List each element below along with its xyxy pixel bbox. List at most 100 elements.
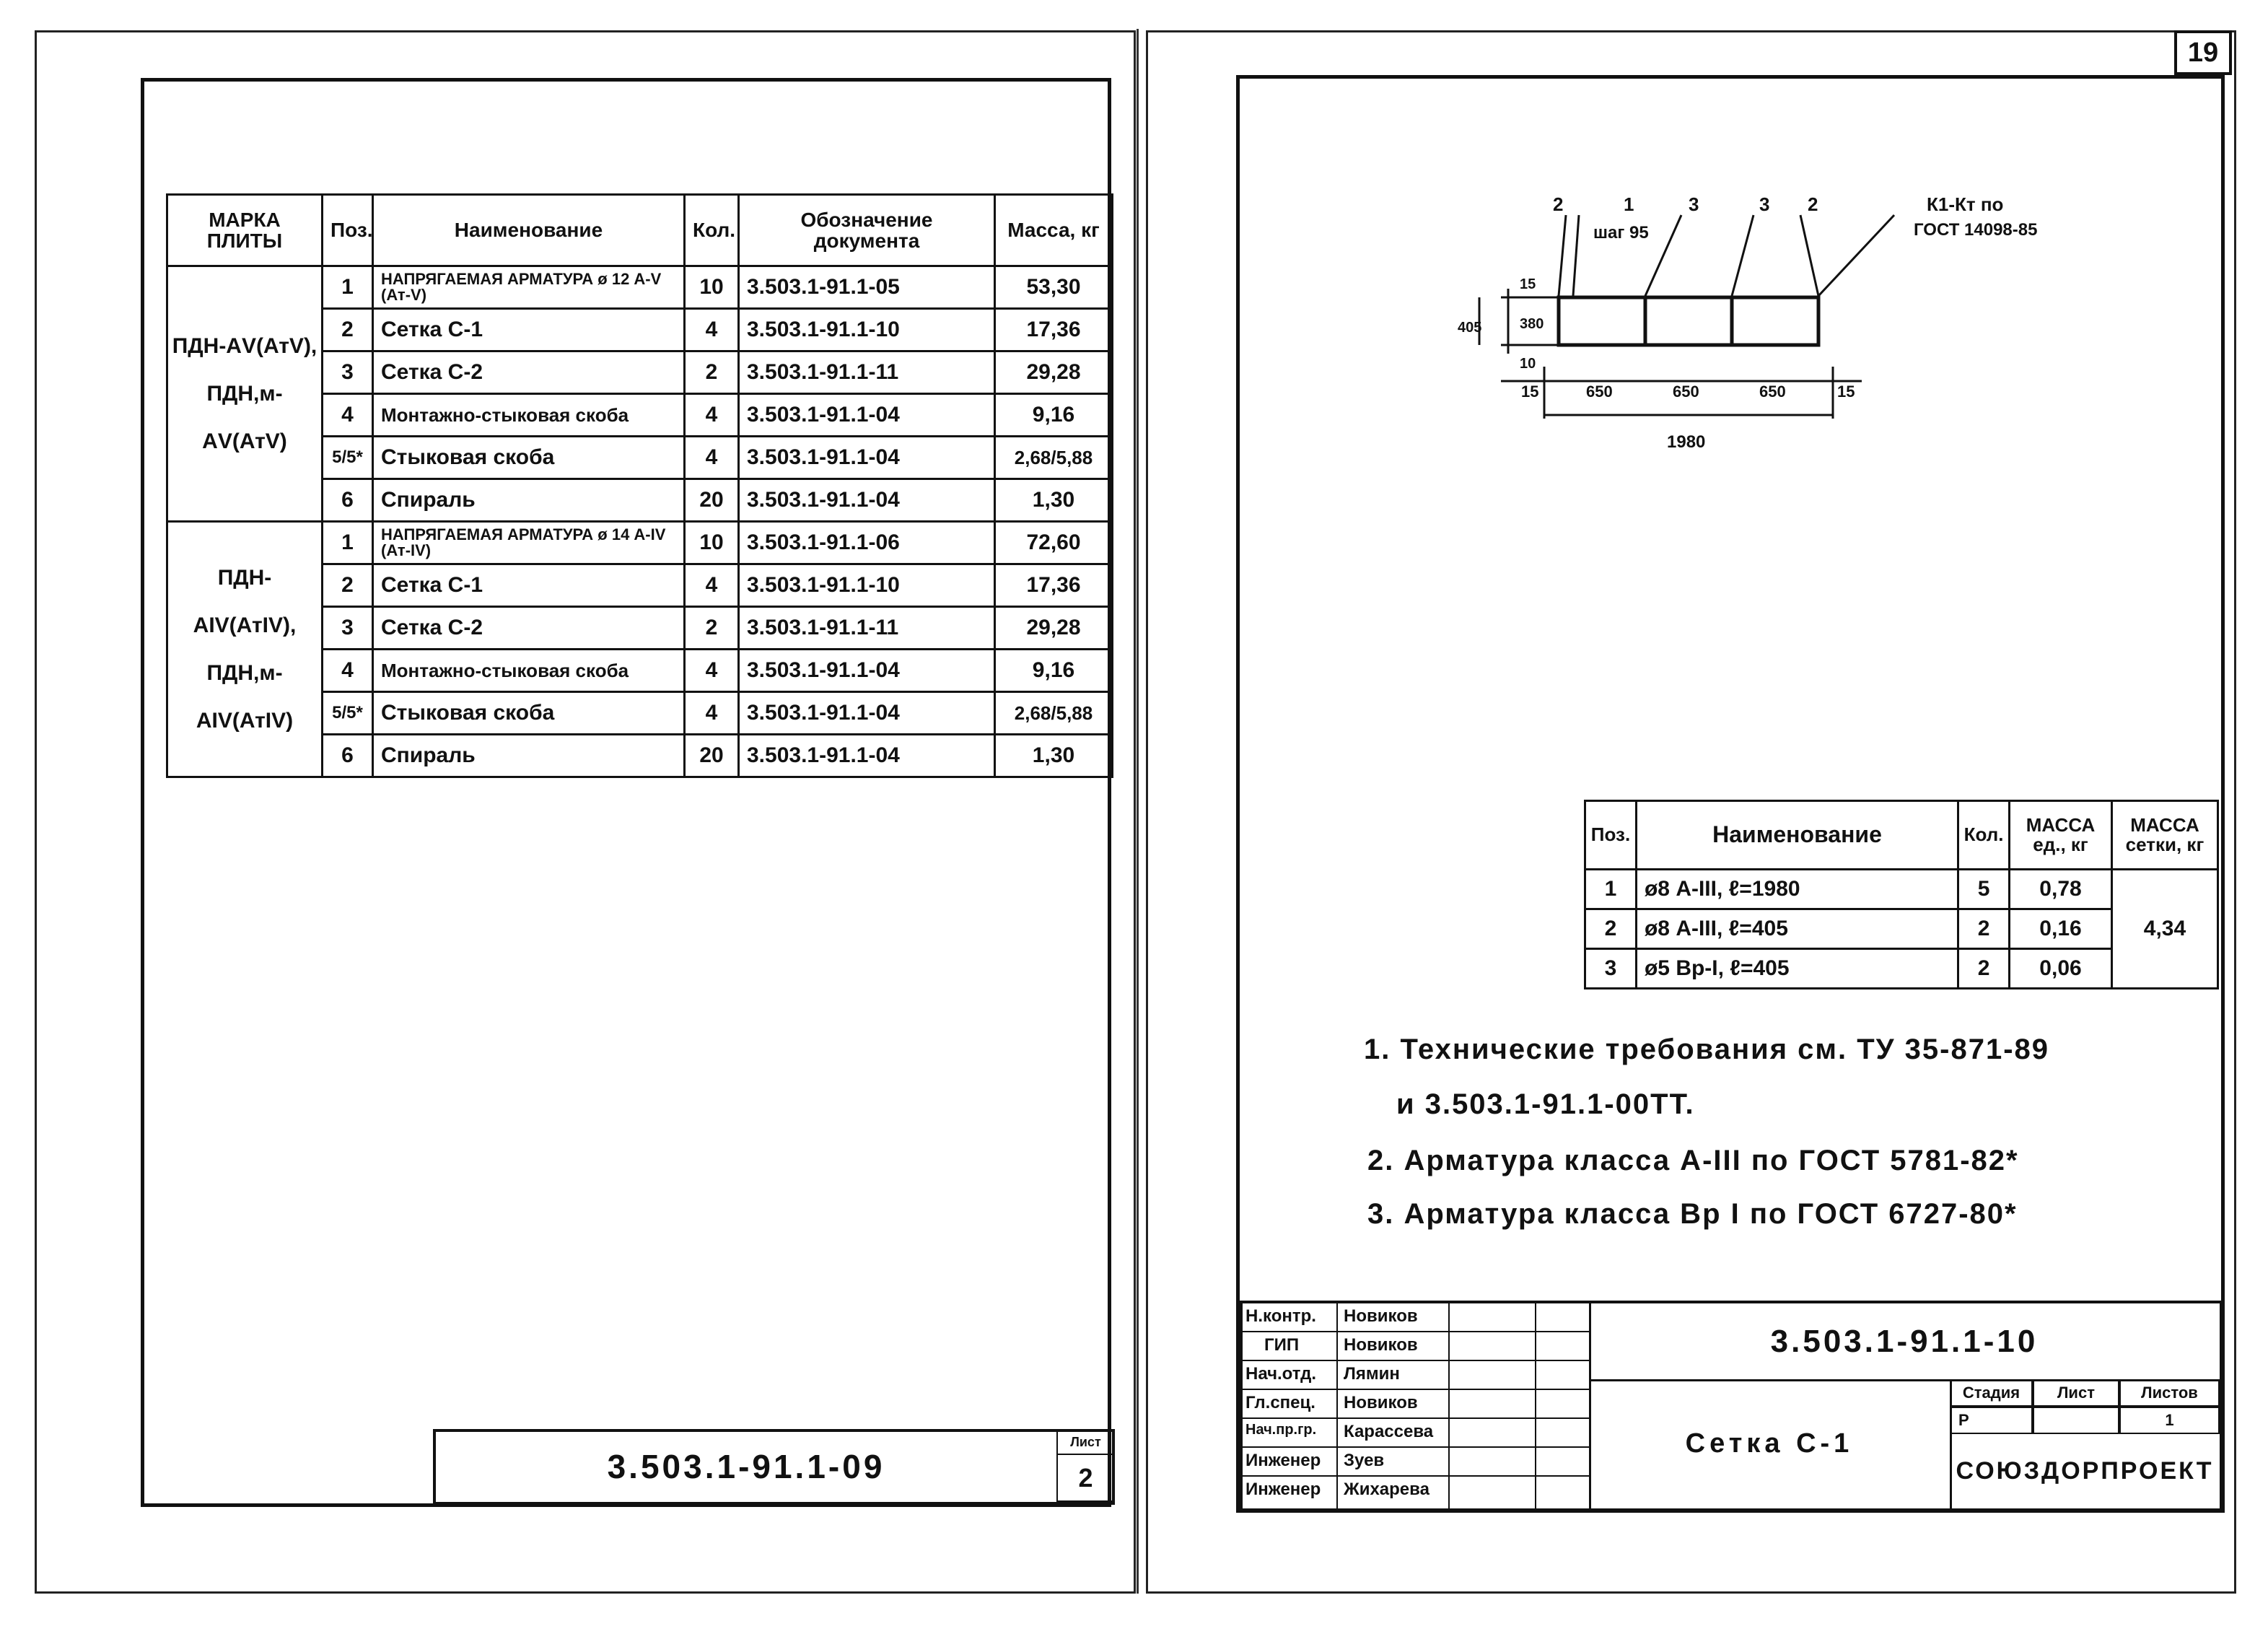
group-mark-cell: ПДН-АIV(АтIV), ПДН,м-АIV(АтIV) [166,520,323,778]
pos-cell: 5/5* [321,691,374,735]
mesh-outline [1556,295,1821,347]
pos-cell: 4 [321,648,374,693]
organization-name: СОЮЗДОРПРОЕКТ [1956,1457,2214,1485]
doc-cell: 3.503.1-91.1-04 [737,435,996,480]
mesh-pos-cell: 1 [1584,868,1637,910]
qty-cell: 10 [683,265,740,310]
dim-total-height: 405 [1458,320,1481,336]
dim-span: 650 [1673,383,1699,401]
pos-cell: 2 [321,563,374,608]
sheets-label: Листов [2119,1379,2220,1407]
table-row: ПДН-АV(АтV), ПДН,м-АV(АтV) 1 НАПРЯГАЕМАЯ… [166,265,1113,523]
mesh-total-mass-cell: 4,34 [2110,868,2220,989]
callout-label: 3 [1759,193,1769,215]
dim-top: 15 [1520,276,1536,292]
doc-cell: 3.503.1-91.1-04 [737,648,996,693]
mass-cell: 2,68/5,88 [994,435,1113,480]
doc-cell: 3.503.1-91.1-04 [737,478,996,523]
left-title-block: 3.503.1-91.1-09 Лист 2 [433,1429,1115,1505]
dim-total-length: 1980 [1667,432,1705,452]
pos-cell: 4 [321,393,374,437]
qty-cell: 4 [683,691,740,735]
signature-role: ГИП [1264,1335,1300,1355]
pos-cell: 1 [321,265,374,310]
ref-label: К1-Кт по [1927,193,2003,215]
qty-cell: 4 [683,393,740,437]
table-row: 3 Сетка С-2 2 3.503.1-91.1-11 29,28 [167,350,1113,395]
doc-cell: 3.503.1-91.1-06 [737,520,996,565]
mesh-pos-cell: 3 [1584,948,1637,989]
signature-name: Новиков [1344,1335,1418,1355]
note-3: 3. Арматура класса Вр I по ГОСТ 6727-80* [1367,1198,2018,1230]
table-row: 6 Спираль 20 3.503.1-91.1-04 1,30 [167,733,1113,778]
mesh-qty-cell: 2 [1957,908,2011,950]
doc-code: 3.503.1-91.1-10 [1589,1303,2220,1381]
doc-cell: 3.503.1-91.1-04 [737,733,996,778]
ref-std-label: ГОСТ 14098-85 [1914,220,2037,240]
col-mass-header: Масса, кг [994,193,1113,267]
mesh-name-header: Наименование [1634,800,1960,870]
name-cell: Спираль [372,478,686,523]
mass-cell: 29,28 [994,350,1113,395]
mesh-name-cell: ø8 А-III, ℓ=1980 [1634,868,1960,910]
signature-role: Гл.спец. [1245,1393,1315,1412]
table-row: 2 Сетка С-1 4 3.503.1-91.1-10 17,36 [167,563,1113,608]
signature-row: Нач.пр.гр.Карассева [1243,1419,1589,1448]
pos-cell: 3 [321,350,374,395]
mass-cell: 53,30 [994,265,1113,310]
col-qty-header: Кол. [683,193,740,267]
mass-cell: 1,30 [994,478,1113,523]
name-cell: Монтажно-стыковая скоба [372,648,686,693]
pos-cell: 1 [321,520,374,565]
mesh-pos-cell: 2 [1584,908,1637,950]
mesh-name-cell: ø5 Вр-I, ℓ=405 [1634,948,1960,989]
mesh-total-mass-header: МАССА сетки, кг [2110,800,2220,870]
doc-cell: 3.503.1-91.1-04 [737,691,996,735]
pos-cell: 5/5* [321,435,374,480]
col-mark-header: МАРКА ПЛИТЫ [166,193,323,267]
table-row: 1 ø8 А-III, ℓ=1980 5 0,78 4,34 [1584,868,2220,989]
callout-label: 2 [1808,193,1818,215]
stage-value: Р [1950,1407,2033,1434]
signature-name: Жихарева [1344,1480,1429,1499]
doc-cell: 3.503.1-91.1-11 [737,606,996,650]
name-cell: Спираль [372,733,686,778]
callout-label: 2 [1553,193,1563,215]
name-cell: Сетка С-1 [372,563,686,608]
signature-row: ГИП Новиков [1243,1332,1589,1361]
spec-table: МАРКА ПЛИТЫ Поз. Наименование Кол. Обозн… [166,193,1113,778]
name-cell: Стыковая скоба [372,435,686,480]
mass-cell: 9,16 [994,648,1113,693]
signature-row: Гл.спец.Новиков [1243,1390,1589,1419]
callout-label: 3 [1689,193,1699,215]
table-row: 2 ø8 А-III, ℓ=405 2 0,16 [1584,908,2218,950]
mesh-name-cell: ø8 А-III, ℓ=405 [1634,908,1960,950]
signature-role: Нач.отд. [1245,1364,1317,1384]
signature-row: Нач.отд.Лямин [1243,1361,1589,1390]
step-label: шаг 95 [1593,223,1649,243]
doc-name: Сетка С-1 [1589,1379,1952,1508]
pos-cell: 6 [321,478,374,523]
table-row: 4 Монтажно-стыковая скоба 4 3.503.1-91.1… [167,648,1113,693]
page-number-box: 19 [2174,30,2232,75]
left-frame [141,78,1111,1507]
signature-name: Новиков [1344,1306,1418,1326]
name-cell: Сетка С-2 [372,606,686,650]
qty-cell: 4 [683,563,740,608]
qty-cell: 4 [683,648,740,693]
left-sheet-number: 2 [1056,1454,1115,1502]
dim-height: 380 [1520,316,1544,332]
qty-cell: 2 [683,350,740,395]
dim-edge-right: 15 [1837,383,1855,401]
dim-bottom: 10 [1520,356,1536,372]
mesh-pos-header: Поз. [1584,800,1637,870]
pos-cell: 2 [321,307,374,352]
qty-cell: 10 [683,520,740,565]
name-cell: НАПРЯГАЕМАЯ АРМАТУРА ø 12 А-V (Ат-V) [372,265,686,310]
dim-span: 650 [1586,383,1613,401]
table-row: 6 Спираль 20 3.503.1-91.1-04 1,30 [167,478,1113,523]
